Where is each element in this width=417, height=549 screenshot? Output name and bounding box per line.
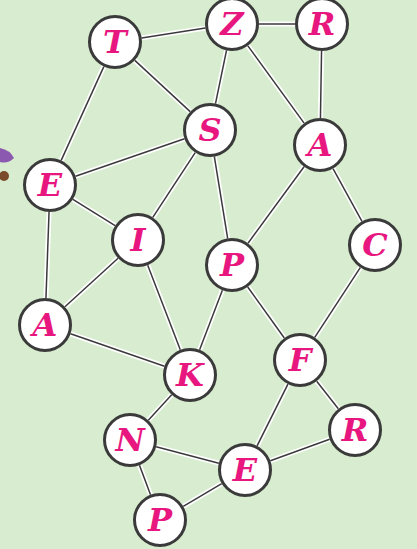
graph-edge <box>270 439 329 461</box>
graph-edge-core <box>317 381 339 409</box>
letter-circle: Z <box>205 0 259 51</box>
node-letter: P <box>220 249 244 281</box>
graph-edge <box>148 395 171 420</box>
node-letter: F <box>289 344 312 376</box>
graph-edge-core <box>215 50 226 103</box>
graph-edge <box>259 22 295 27</box>
letter-circle: S <box>183 103 237 157</box>
node-letter: I <box>131 224 146 256</box>
letter-circle: E <box>218 443 272 497</box>
graph-edge-core <box>46 212 49 298</box>
graph-edge-core <box>320 51 321 118</box>
graph-edge-core <box>65 258 118 307</box>
node-letter: R <box>309 8 336 40</box>
letter-circle: I <box>111 213 165 267</box>
node-letter: A <box>33 309 58 341</box>
letter-circle: P <box>133 493 187 547</box>
graph-edge <box>315 268 361 338</box>
node-letter: Z <box>220 8 243 40</box>
graph-edge-core <box>248 167 304 243</box>
graph-edge <box>71 334 165 366</box>
graph-edge-core <box>153 153 195 218</box>
node-letter: K <box>176 359 204 391</box>
graph-edge <box>61 67 104 161</box>
graph-edge <box>73 199 115 225</box>
graph-edge <box>200 290 223 350</box>
graph-edge-core <box>248 46 304 123</box>
graph-edge-core <box>333 169 362 222</box>
graph-edge <box>317 381 339 409</box>
graph-edge-core <box>135 60 190 111</box>
graph-edge <box>153 153 195 218</box>
graph-edge <box>135 60 190 111</box>
graph-edge-core <box>257 384 288 446</box>
node-letter: R <box>342 414 369 446</box>
letter-circle: R <box>295 0 349 51</box>
letter-circle: C <box>348 218 402 272</box>
node-letter: T <box>103 26 127 58</box>
graph-edge <box>215 50 226 103</box>
graph-edge <box>248 167 304 243</box>
letter-circle: E <box>23 158 77 212</box>
graph-edge-core <box>214 157 227 239</box>
graph-edge <box>214 157 227 239</box>
graph-edge-core <box>148 265 181 350</box>
graph-edge <box>139 465 150 494</box>
letter-circle: R <box>328 403 382 457</box>
letter-circle: A <box>18 298 72 352</box>
graph-edge-core <box>61 67 104 161</box>
letter-circle: N <box>103 413 157 467</box>
node-letter: E <box>38 169 62 201</box>
graph-edge <box>183 484 221 507</box>
graph-edge-core <box>248 287 285 338</box>
graph-edge-core <box>142 28 206 38</box>
graph-edge <box>257 384 288 446</box>
graph-edge <box>333 169 362 222</box>
graph-edge <box>46 212 49 298</box>
graph-edge-core <box>315 268 361 338</box>
wing-decoration <box>0 148 14 163</box>
graph-edge-core <box>148 395 171 420</box>
node-letter: N <box>115 424 144 456</box>
node-letter: P <box>148 504 172 536</box>
graph-edge <box>248 46 304 123</box>
graph-edge-core <box>71 334 165 366</box>
graph-edge-core <box>76 139 185 176</box>
graph-edge <box>148 265 181 350</box>
graph-edge-core <box>183 484 221 507</box>
graph-edge <box>142 28 206 38</box>
letter-circle: P <box>205 238 259 292</box>
graph-edge <box>156 447 219 463</box>
dot-decoration <box>0 171 9 181</box>
node-letter: A <box>308 129 333 161</box>
graph-edge-core <box>259 23 295 25</box>
graph-edge <box>248 287 285 338</box>
graph-edge-core <box>139 465 150 494</box>
letter-circle: T <box>88 15 142 69</box>
graph-edge-core <box>270 439 329 461</box>
graph-edge-core <box>156 447 219 463</box>
node-letter: S <box>198 114 221 146</box>
graph-edge-core <box>73 199 115 225</box>
letter-circle: K <box>163 348 217 402</box>
graph-edge-core <box>200 290 223 350</box>
graph-edge <box>65 258 118 307</box>
letter-circle: F <box>273 333 327 387</box>
node-letter: E <box>233 454 257 486</box>
graph-edge <box>320 51 321 118</box>
letter-circle: A <box>293 118 347 172</box>
node-letter: C <box>362 229 387 261</box>
graph-edge <box>76 139 185 176</box>
